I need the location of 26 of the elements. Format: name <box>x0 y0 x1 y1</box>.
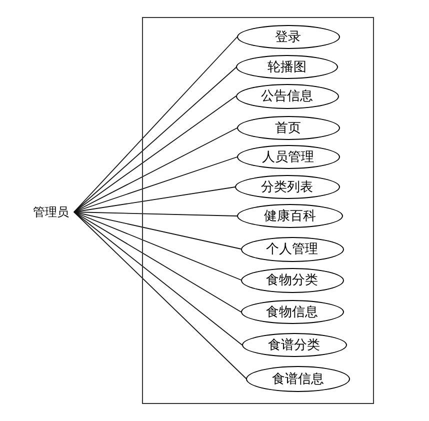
association-line <box>74 156 238 212</box>
association-line <box>74 212 238 216</box>
association-line <box>74 36 238 212</box>
use-case-ellipse: 食谱信息 <box>246 366 350 392</box>
use-case-ellipse: 个人管理 <box>240 236 344 262</box>
use-case-ellipse: 人员管理 <box>236 145 340 169</box>
association-line <box>74 212 242 250</box>
association-line <box>74 128 238 212</box>
association-line <box>74 96 237 212</box>
use-case-ellipse: 健康百科 <box>237 204 343 228</box>
use-case-ellipse: 公告信息 <box>236 84 338 108</box>
actor-label: 管理员 <box>33 204 74 220</box>
association-line <box>74 212 242 312</box>
association-line <box>74 212 243 346</box>
use-case-ellipse: 食物信息 <box>240 300 344 324</box>
association-line <box>74 66 238 212</box>
association-line <box>74 186 236 212</box>
use-case-ellipse: 分类列表 <box>234 175 340 199</box>
use-case-ellipse: 首页 <box>236 116 340 140</box>
use-case-ellipse: 食物分类 <box>240 268 344 292</box>
use-case-ellipse: 轮播图 <box>236 55 338 79</box>
use-case-ellipse: 登录 <box>236 25 340 49</box>
system-boundary <box>142 17 374 404</box>
association-line <box>74 212 242 280</box>
association-line <box>74 212 248 380</box>
use-case-ellipse: 食谱分类 <box>242 333 346 357</box>
